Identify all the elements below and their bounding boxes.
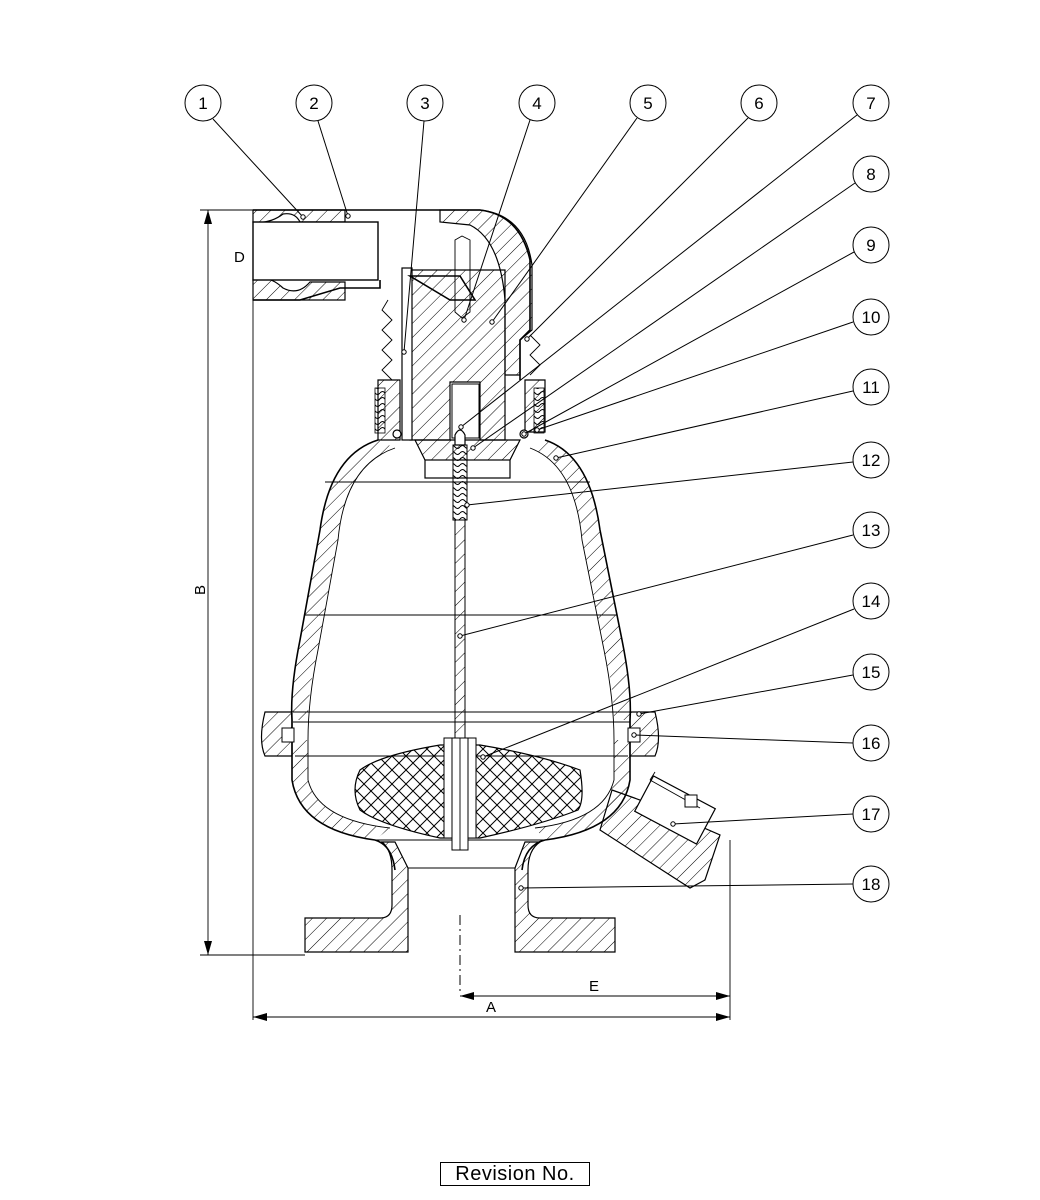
dimensions: B D E A bbox=[192, 209, 731, 1021]
balloon-6: 6 bbox=[524, 84, 778, 342]
svg-text:11: 11 bbox=[862, 378, 880, 397]
svg-text:8: 8 bbox=[866, 165, 875, 184]
svg-text:17: 17 bbox=[862, 805, 881, 824]
svg-text:16: 16 bbox=[862, 734, 881, 753]
svg-text:3: 3 bbox=[420, 94, 429, 113]
balloon-11: 11 bbox=[553, 368, 890, 461]
svg-text:10: 10 bbox=[862, 308, 881, 327]
balloon-14: 14 bbox=[480, 582, 890, 760]
svg-text:1: 1 bbox=[198, 94, 207, 113]
svg-text:2: 2 bbox=[309, 94, 318, 113]
svg-text:4: 4 bbox=[532, 94, 541, 113]
revision-number-box: Revision No. bbox=[440, 1162, 590, 1186]
svg-text:9: 9 bbox=[866, 236, 875, 255]
svg-text:6: 6 bbox=[754, 94, 763, 113]
balloon-1: 1 bbox=[184, 84, 306, 220]
svg-text:15: 15 bbox=[862, 663, 881, 682]
balloon-17: 17 bbox=[670, 795, 890, 833]
dimension-a-label: A bbox=[486, 999, 496, 1016]
balloon-2: 2 bbox=[295, 84, 351, 219]
balloon-12: 12 bbox=[464, 441, 890, 508]
balloon-3: 3 bbox=[401, 84, 444, 355]
balloon-7: 7 bbox=[458, 84, 890, 430]
svg-text:13: 13 bbox=[862, 521, 881, 540]
balloon-16: 16 bbox=[631, 724, 890, 762]
svg-text:7: 7 bbox=[866, 94, 875, 113]
svg-text:14: 14 bbox=[862, 592, 881, 611]
drain-valve bbox=[599, 771, 721, 889]
svg-text:12: 12 bbox=[862, 451, 881, 470]
balloon-5: 5 bbox=[489, 84, 667, 325]
dimension-e-label: E bbox=[589, 978, 599, 995]
balloon-15: 15 bbox=[636, 653, 890, 717]
balloon-13: 13 bbox=[457, 511, 890, 639]
float-mechanism bbox=[354, 235, 583, 851]
dimension-d-label: D bbox=[234, 249, 245, 266]
svg-text:5: 5 bbox=[643, 94, 652, 113]
svg-text:18: 18 bbox=[862, 875, 881, 894]
balloon-10: 10 bbox=[534, 298, 890, 433]
balloon-18: 18 bbox=[518, 865, 890, 903]
valve-body bbox=[252, 209, 721, 953]
balloon-9: 9 bbox=[521, 226, 890, 437]
dimension-b-label: B bbox=[192, 585, 209, 595]
balloon-4: 4 bbox=[461, 84, 556, 323]
part-callouts: 1 2 3 4 5 6 7 8 bbox=[184, 84, 890, 903]
balloon-8: 8 bbox=[470, 155, 890, 451]
